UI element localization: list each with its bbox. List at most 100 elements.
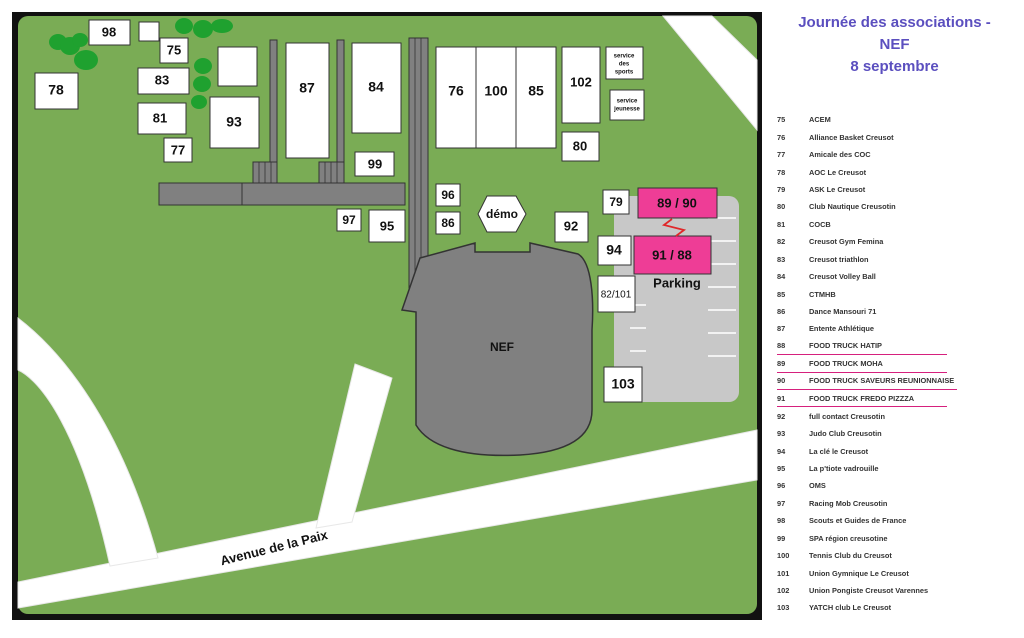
- label-98: 98: [102, 24, 116, 39]
- tree-icon: [191, 95, 207, 109]
- legend-item-label: Racing Mob Creusotin: [809, 498, 888, 508]
- label-84: 84: [368, 79, 384, 95]
- road-top-right: [661, 15, 758, 132]
- legend-item-number: 94: [777, 446, 786, 456]
- lightning-icon: [661, 218, 687, 237]
- legend-item: 98 Scouts et Guides de France: [777, 512, 1022, 529]
- stand-76: [435, 46, 477, 149]
- stand-78: [34, 72, 79, 110]
- stand-80: [561, 131, 600, 162]
- label-99: 99: [368, 156, 382, 171]
- legend-item-label: Alliance Basket Creusot: [809, 132, 894, 142]
- stand-103: [603, 366, 643, 403]
- legend-item-label: YATCH club Le Creusot: [809, 603, 892, 613]
- label-service-sports-2: des: [619, 62, 630, 68]
- legend-item-number: 100: [777, 551, 790, 561]
- nef-building: [400, 242, 594, 457]
- legend-item-number: 99: [777, 533, 786, 543]
- stand-81: [137, 102, 187, 135]
- legend-item-label: Creusot triathlon: [809, 254, 869, 264]
- legend-item-label: SPA région creusotine: [809, 533, 888, 543]
- legend-item-label: Creusot Volley Ball: [809, 272, 876, 282]
- legend-item-number: 93: [777, 429, 786, 439]
- label-92: 92: [564, 218, 578, 233]
- legend-item-label: FOOD TRUCK HATIP: [809, 341, 882, 351]
- food-truck-91-88: [633, 235, 712, 275]
- label-service-sports-1: service: [614, 54, 635, 60]
- legend-item-label: La p'tiote vadrouille: [809, 463, 879, 473]
- walkway-horizontal: [158, 182, 406, 206]
- stand-blank-square: [217, 46, 258, 87]
- tree-icon: [175, 18, 193, 34]
- legend-item-number: 85: [777, 289, 786, 299]
- legend-item-label: full contact Creusotin: [809, 411, 885, 421]
- legend-item-number: 96: [777, 481, 786, 491]
- stand-service-sports: [605, 46, 644, 80]
- legend-item-number: 101: [777, 568, 790, 578]
- site-map: 98 75 78 83 81 77 93 87 84 99 76 100 85 …: [12, 12, 762, 620]
- road-left-branch: [17, 316, 159, 567]
- legend-item-number: 95: [777, 463, 786, 473]
- legend-item-number: 98: [777, 516, 786, 526]
- stand-service-jeunesse: [609, 89, 645, 121]
- stand-86: [435, 211, 461, 235]
- label-81: 81: [153, 110, 167, 125]
- legend-item-label: Club Nautique Creusotin: [809, 202, 896, 212]
- label-nef: NEF: [490, 340, 514, 354]
- stand-demo: [477, 195, 527, 233]
- legend-item-number: 90: [777, 376, 786, 386]
- title-line-3: 8 septembre: [850, 58, 939, 75]
- legend-item-number: 86: [777, 307, 786, 317]
- legend-item-number: 91: [777, 393, 786, 403]
- label-85: 85: [528, 83, 544, 99]
- legend-item-label: La clé le Creusot: [809, 446, 869, 456]
- legend-item-number: 102: [777, 586, 790, 596]
- label-83: 83: [155, 72, 169, 87]
- legend-item-label: AOC Le Creusot: [809, 167, 867, 177]
- stand-75: [159, 37, 189, 64]
- label-service-jeunesse-1: service: [617, 99, 638, 105]
- legend-item-label: Union Pongiste Creusot Varennes: [809, 586, 929, 596]
- legend-item-label: Judo Club Creusotin: [809, 429, 882, 439]
- label-96: 96: [441, 188, 455, 202]
- label-100: 100: [484, 83, 508, 99]
- stand-77: [163, 137, 193, 163]
- tree-icon: [194, 58, 212, 74]
- food-truck-89-90: [637, 187, 718, 219]
- road-avenue-de-la-paix: [17, 429, 758, 609]
- label-97: 97: [342, 213, 356, 227]
- stand-83: [137, 67, 190, 95]
- stand-82-101: [597, 275, 636, 313]
- stand-100: [475, 46, 517, 149]
- legend-item-number: 82: [777, 237, 786, 247]
- stand-95: [368, 209, 406, 243]
- legend-panel: Journée des associations - NEF 8 septemb…: [765, 0, 1024, 633]
- legend-item: 102 Union Pongiste Creusot Varennes: [777, 582, 1022, 599]
- label-parking: Parking: [653, 275, 701, 290]
- legend-item-number: 83: [777, 254, 786, 264]
- road-middle-branch: [315, 363, 393, 529]
- stand-102: [561, 46, 601, 124]
- label-79: 79: [609, 195, 623, 209]
- stand-94: [597, 235, 632, 266]
- legend-item-label: COCB: [809, 219, 831, 229]
- tree-icon: [193, 76, 211, 92]
- stand-97: [336, 208, 362, 232]
- legend-item-label: Scouts et Guides de France: [809, 516, 907, 526]
- label-94: 94: [606, 242, 622, 258]
- stand-99: [354, 151, 395, 177]
- legend-item-label: FOOD TRUCK FREDO PIZZZA: [809, 393, 915, 403]
